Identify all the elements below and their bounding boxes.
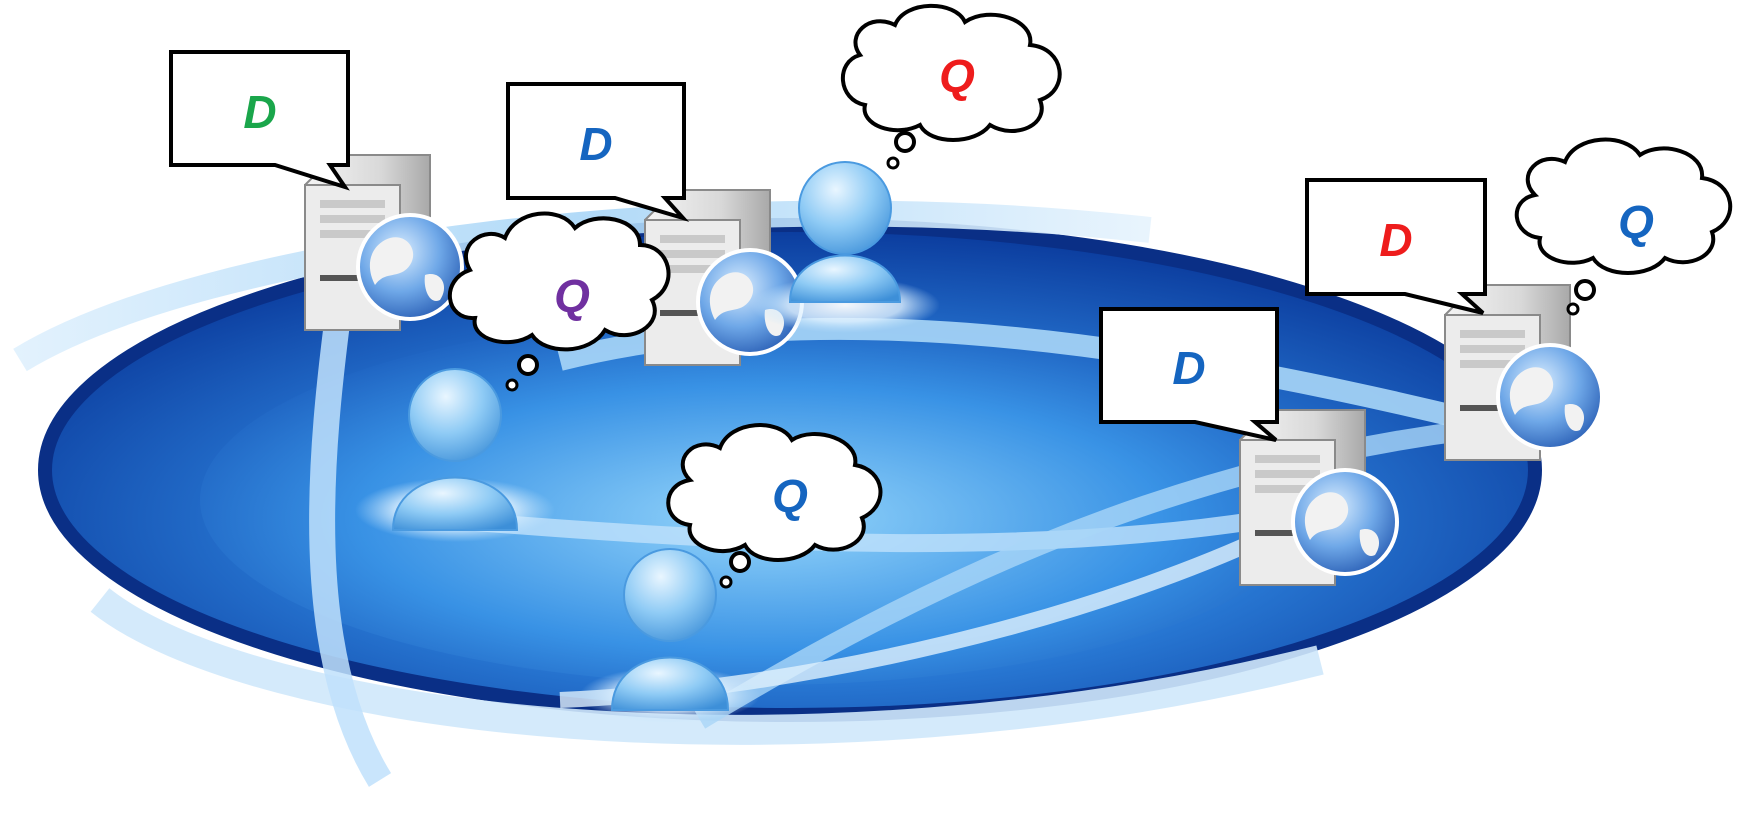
user-3 (580, 548, 760, 723)
query-label: Q (554, 270, 590, 322)
query-cloud-3: Q (666, 423, 883, 589)
document-bubble-3: D (1099, 307, 1279, 442)
query-cloud-4: Q (1514, 137, 1733, 316)
document-label: D (243, 86, 276, 138)
query-label: Q (772, 470, 808, 522)
query-label: Q (1618, 196, 1654, 248)
document-label: D (579, 118, 612, 170)
server-4 (1444, 284, 1604, 461)
document-bubble-1: D (169, 50, 350, 191)
server-2 (644, 189, 804, 366)
person-icon (610, 548, 730, 711)
document-bubble-4: D (1305, 178, 1487, 315)
globe-icon (356, 213, 464, 321)
server-1 (304, 154, 464, 331)
user-1 (355, 368, 555, 542)
globe-icon (1496, 343, 1604, 451)
globe-icon (1291, 468, 1399, 576)
user-2 (750, 161, 940, 333)
person-icon (788, 161, 902, 303)
globe-icon (696, 248, 804, 356)
query-label: Q (939, 50, 975, 102)
query-cloud-2: Q (841, 3, 1062, 170)
document-bubble-2: D (506, 82, 690, 222)
document-label: D (1379, 214, 1412, 266)
query-cloud-1: Q (447, 211, 671, 392)
document-label: D (1172, 342, 1205, 394)
person-icon (391, 368, 519, 531)
